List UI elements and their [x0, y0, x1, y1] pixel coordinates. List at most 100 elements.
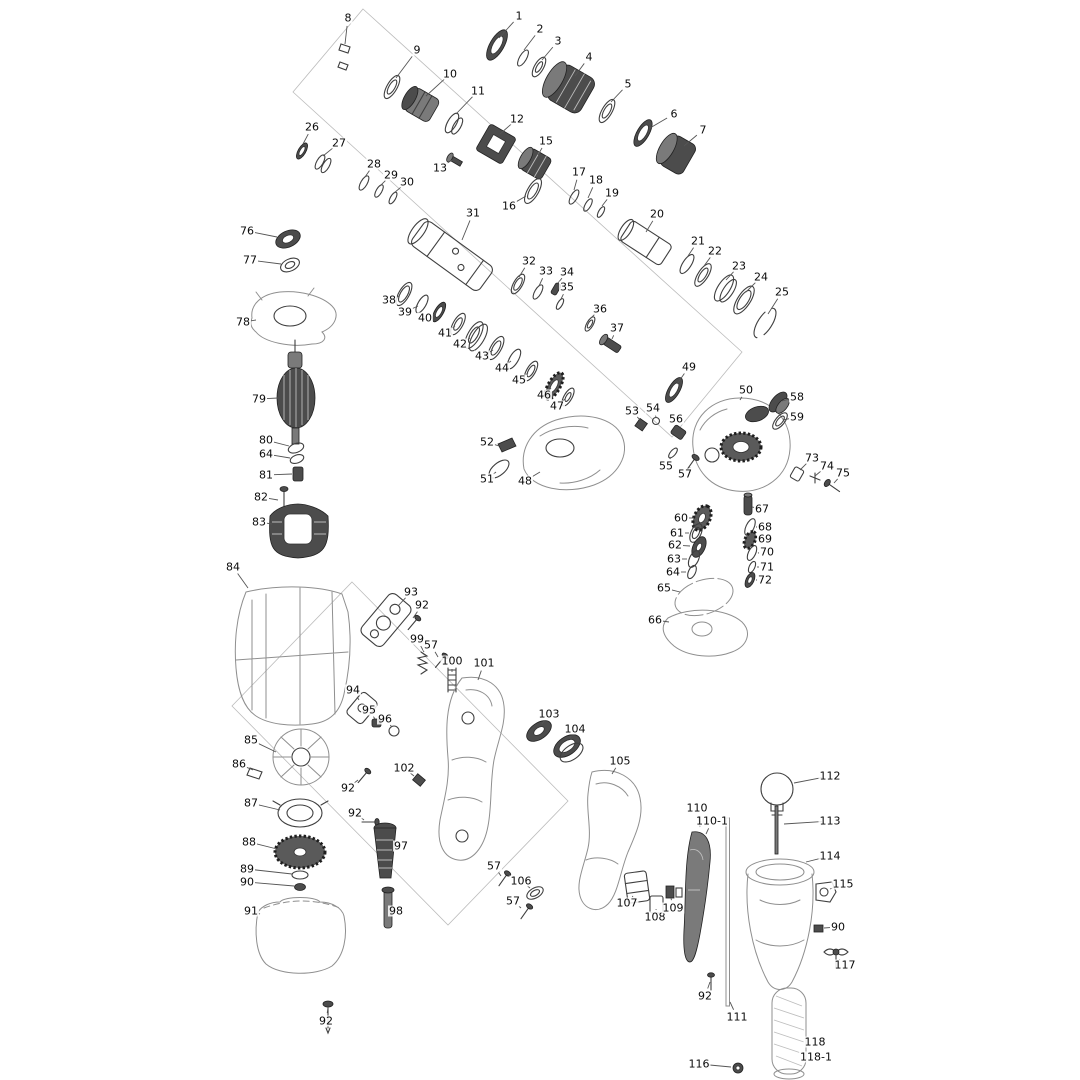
handle-housing-drawing — [373, 676, 505, 929]
leader-line-16 — [515, 195, 527, 203]
trigger-drawing — [683, 817, 730, 1007]
spindle-drawing — [407, 218, 493, 291]
leader-line-46 — [549, 387, 552, 390]
leader-line-7 — [683, 134, 698, 147]
leader-line-82 — [268, 497, 279, 501]
leader-line-117 — [839, 959, 841, 961]
leader-line-107 — [631, 895, 634, 898]
leader-line-37 — [611, 335, 615, 340]
leader-line-23 — [725, 271, 734, 281]
rear-cover-drawing — [526, 720, 642, 911]
leader-line-81 — [273, 473, 293, 476]
leader-line-106 — [527, 885, 531, 889]
leader-line-79 — [266, 397, 279, 400]
leader-line-116 — [706, 1064, 732, 1068]
leader-line-99 — [420, 645, 425, 653]
piston-parts-drawing — [517, 146, 606, 218]
leader-line-28 — [364, 170, 370, 178]
leader-line-74 — [814, 470, 822, 477]
leader-line-102 — [409, 772, 415, 777]
motor-column-drawing — [250, 229, 337, 559]
leader-line-92 — [326, 1007, 329, 1014]
leader-line-111 — [729, 1001, 735, 1010]
leader-line-101 — [477, 670, 482, 681]
leader-line-17 — [573, 179, 578, 191]
switch-parts-drawing — [498, 870, 683, 920]
leader-line-78 — [250, 319, 257, 322]
leader-line-55 — [669, 456, 672, 460]
leader-line-44 — [508, 360, 512, 364]
small-hardware-drawing — [634, 416, 700, 471]
leader-line-20 — [645, 220, 654, 233]
leader-line-50 — [739, 396, 743, 401]
leader-line-105 — [611, 767, 617, 775]
leader-line-24 — [745, 282, 756, 293]
leader-line-76 — [254, 232, 278, 238]
leader-line-6 — [649, 117, 668, 129]
leader-line-22 — [703, 257, 711, 267]
leader-line-53 — [636, 416, 641, 421]
leader-line-87 — [258, 804, 281, 811]
leader-line-57 — [518, 905, 522, 909]
leader-line-89 — [254, 869, 293, 875]
leader-line-33 — [538, 278, 544, 287]
leader-line-9 — [395, 56, 413, 79]
leader-line-12 — [499, 123, 512, 135]
leader-line-2 — [523, 35, 536, 51]
leader-line-5 — [610, 89, 623, 103]
leader-line-52 — [494, 444, 500, 447]
gear-train-drawing — [662, 492, 758, 657]
leader-line-96 — [389, 724, 393, 728]
leader-line-57 — [498, 872, 502, 877]
leader-line-34 — [557, 277, 563, 284]
bracket-parts-drawing — [789, 466, 841, 493]
leader-line-10 — [425, 79, 445, 97]
leader-line-4 — [574, 63, 585, 77]
leader-line-95 — [373, 716, 376, 720]
leader-line-1 — [498, 21, 514, 39]
leader-line-59 — [782, 418, 790, 421]
leader-line-47 — [562, 398, 566, 402]
leader-line-32 — [518, 267, 526, 278]
leader-line-75 — [833, 478, 838, 484]
leader-line-30 — [393, 186, 402, 194]
leader-line-11 — [455, 96, 473, 115]
leader-line-57 — [434, 651, 439, 658]
latch-bracket-drawing — [346, 592, 457, 826]
leader-line-104 — [569, 735, 572, 739]
leader-line-86 — [246, 766, 254, 771]
leader-line-35 — [560, 293, 564, 300]
leader-line-65 — [671, 589, 681, 593]
leader-line-103 — [541, 720, 545, 725]
leader-lines-layer — [237, 21, 841, 1068]
leader-line-64 — [273, 454, 291, 459]
leader-line-73 — [799, 463, 807, 471]
leader-line-90 — [254, 882, 295, 887]
leader-line-21 — [687, 247, 694, 257]
crank-cover-drawing — [488, 415, 625, 491]
leader-line-58 — [781, 398, 790, 402]
leader-line-112 — [793, 777, 823, 784]
leader-line-113 — [783, 821, 823, 825]
gear-ring-row-drawing — [395, 281, 575, 407]
front-sleeve-parts-drawing — [337, 43, 516, 167]
chuck-assembly-drawing — [486, 29, 696, 175]
leader-line-110-1 — [705, 828, 710, 835]
cylinder-rings-drawing — [617, 218, 777, 339]
leader-line-66 — [662, 620, 670, 623]
leader-line-84 — [237, 573, 249, 589]
leader-line-92 — [412, 611, 418, 619]
leader-line-36 — [590, 314, 595, 319]
leader-line-92 — [707, 981, 711, 989]
leader-line-3 — [541, 46, 554, 61]
leader-line-48 — [531, 471, 541, 478]
leader-line-110 — [697, 815, 701, 828]
leader-line-51 — [493, 471, 497, 475]
leader-line-31 — [461, 220, 471, 241]
leader-line-93 — [397, 597, 406, 607]
leader-line-49 — [676, 373, 685, 385]
washer-row-drawing — [510, 273, 622, 353]
leader-line-15 — [537, 147, 543, 156]
leader-line-94 — [356, 696, 360, 701]
